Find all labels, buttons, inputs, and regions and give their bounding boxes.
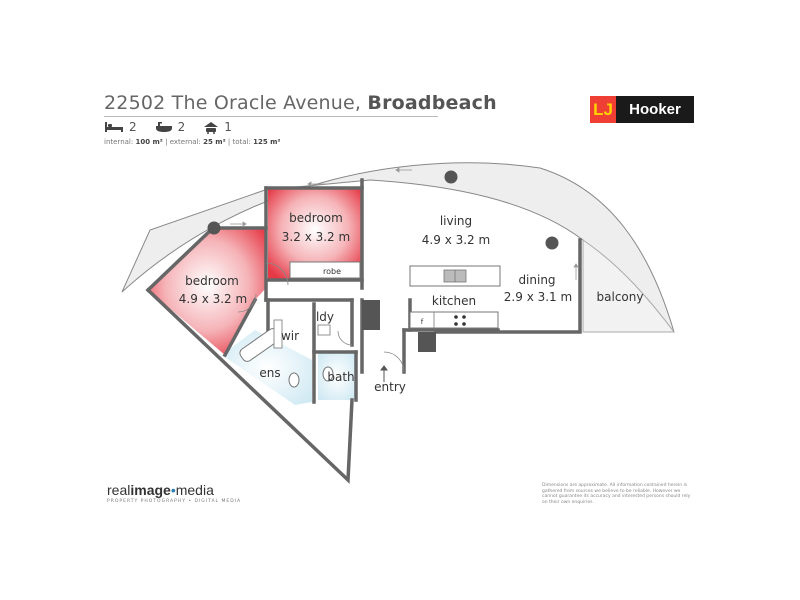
internal-area-label: internal: [104, 138, 134, 146]
disclaimer-text: Dimensions are approximate. All informat… [542, 483, 691, 505]
area-summary: internal: 100 m² | external: 25 m² | tot… [104, 138, 281, 146]
total-area-value: 125 m² [253, 138, 281, 146]
robe-box [289, 261, 361, 279]
external-area-label: external: [169, 138, 201, 146]
car-count: 1 [224, 120, 232, 134]
credit-dot-icon: • [170, 482, 176, 498]
total-area-label: total: [232, 138, 251, 146]
bedroom-spec: 2 [104, 120, 137, 134]
property-specs: 2 2 1 [104, 120, 250, 134]
agency-logo-mark: LJ [590, 96, 616, 123]
bathroom-count: 2 [177, 120, 186, 134]
ens-label: ens [259, 366, 280, 380]
bedroom-count: 2 [129, 120, 137, 134]
balcony-floor [582, 239, 676, 333]
bedroom-2-label: bedroom [185, 274, 239, 288]
ldy-label: ldy [316, 310, 334, 324]
internal-area-value: 100 m² [135, 138, 163, 146]
entry-label: entry [374, 380, 406, 394]
credit-brand-bold: image [130, 482, 171, 498]
wir-label: wir [281, 329, 299, 343]
door-swings [237, 262, 405, 373]
credit-brand-media: media [175, 482, 214, 498]
agency-logo-name: Hooker [616, 96, 694, 123]
bedroom-1-label: bedroom [289, 211, 343, 225]
credit-tagline: PROPERTY PHOTOGRAPHY • DIGITAL MEDIA [107, 499, 242, 504]
header-rule [104, 116, 438, 117]
columns [207, 170, 559, 352]
kitchen-label: kitchen [432, 294, 476, 308]
bath-icon [155, 122, 172, 132]
fridge-label: f [421, 318, 424, 326]
bedroom-2-size: 4.9 x 3.2 m [179, 292, 247, 306]
external-area-value: 25 m² [203, 138, 226, 146]
car-spec: 1 [203, 120, 232, 134]
suburb: Broadbeach [367, 92, 497, 114]
living-label: living [440, 214, 472, 228]
bedroom-2-area [148, 228, 266, 355]
sliding-door-arrows [230, 167, 579, 280]
credit-brand: realimage•media [107, 482, 241, 498]
kitchen-bench [409, 311, 499, 329]
dining-label: dining [518, 273, 555, 287]
laundry-tub [317, 324, 331, 336]
bathroom-spec: 2 [155, 120, 186, 134]
plan-walls [145, 178, 582, 484]
property-address: 22502 The Oracle Avenue, Broadbeach [104, 92, 497, 114]
bath-label: bath [327, 370, 354, 384]
living-size: 4.9 x 3.2 m [422, 233, 490, 247]
bedroom-1-size: 3.2 x 3.2 m [282, 230, 350, 244]
area-sep-1: | [165, 138, 170, 146]
photographer-credit: realimage•media PROPERTY PHOTOGRAPHY • D… [107, 482, 241, 504]
entry-arrow-icon [380, 365, 388, 382]
car-garage-icon [204, 121, 219, 134]
agency-logo: LJ Hooker [590, 96, 694, 123]
balcony-label: balcony [597, 290, 644, 304]
dining-size: 2.9 x 3.1 m [504, 290, 572, 304]
plan-header: 22502 The Oracle Avenue, Broadbeach 2 2 [104, 92, 497, 146]
street-address: 22502 The Oracle Avenue, [104, 92, 362, 114]
bath-toilet [322, 366, 334, 382]
cooktop [454, 315, 466, 326]
ensuite-toilet [288, 372, 300, 388]
wir-shelf [273, 319, 283, 349]
bed-icon [105, 122, 123, 132]
robe-label: robe [323, 267, 341, 276]
area-sep-2: | [227, 138, 233, 146]
credit-brand-light: real [107, 482, 131, 498]
